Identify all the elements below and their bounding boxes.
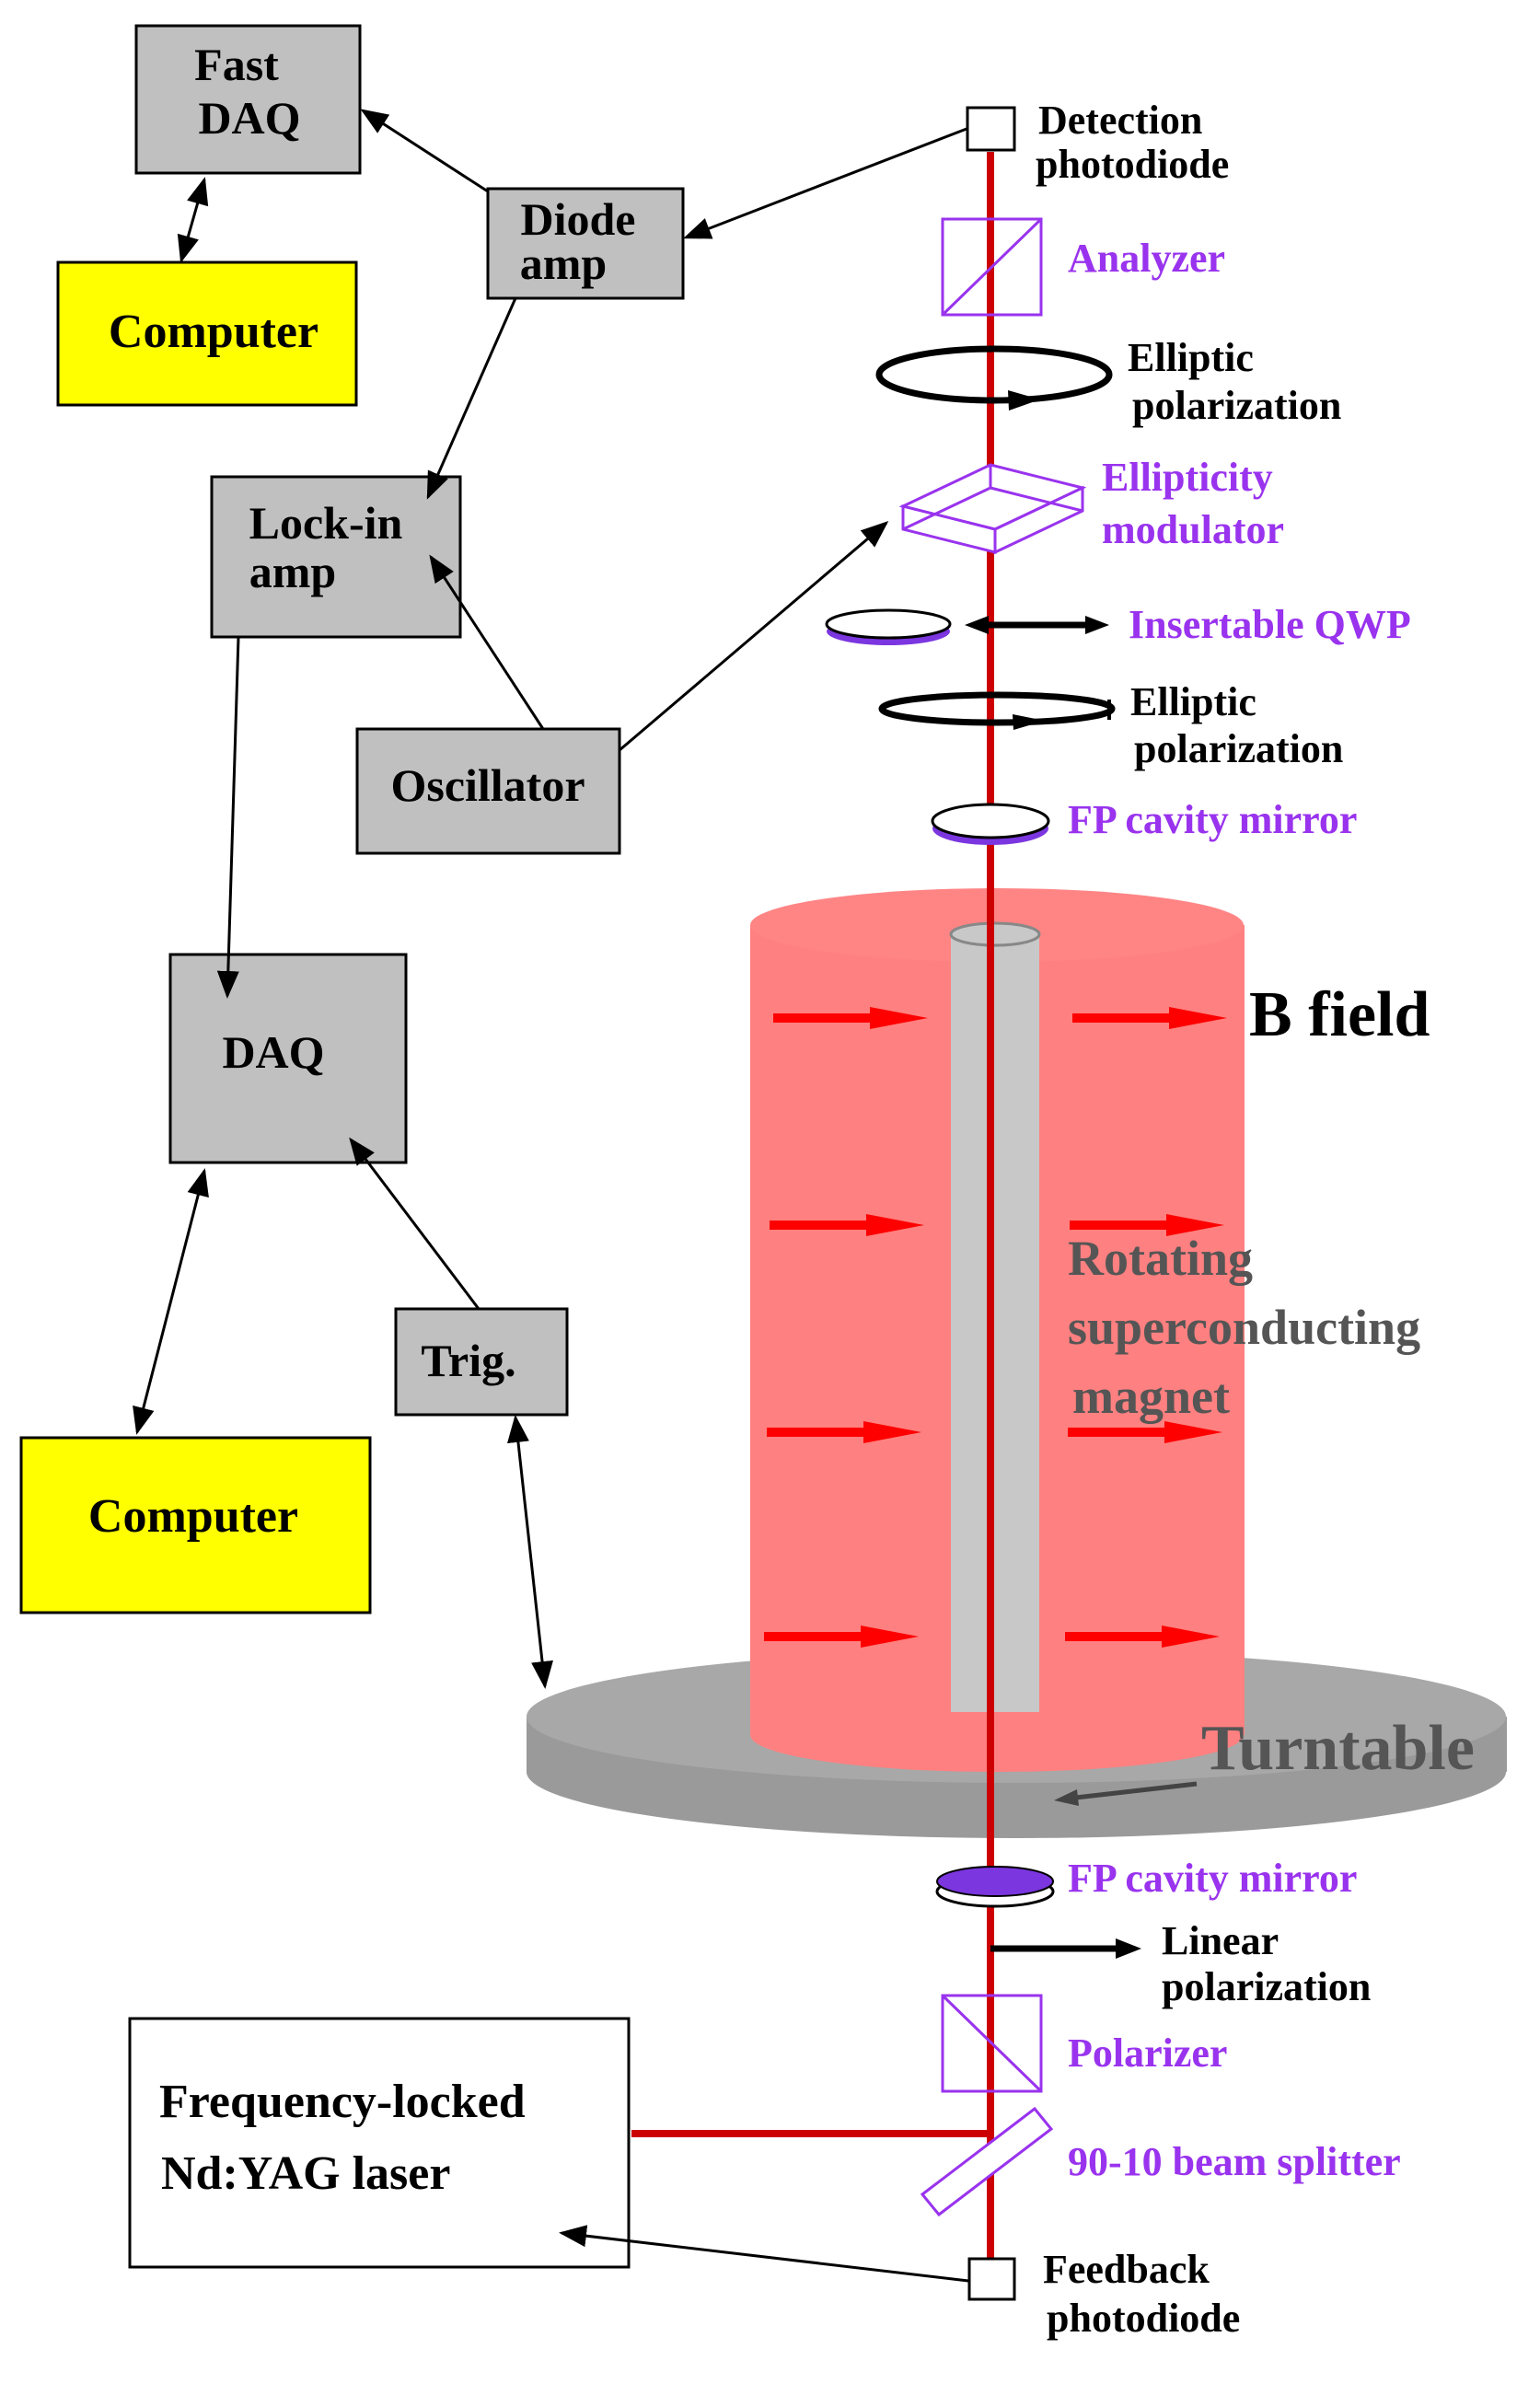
fp-mirror-bottom-label: FP cavity mirror bbox=[1068, 1856, 1357, 1901]
daq-label: DAQ bbox=[222, 1026, 324, 1078]
fast-daq-box bbox=[134, 24, 362, 175]
elliptic-mid-label-2: polarization bbox=[1134, 726, 1343, 771]
trig-label: Trig. bbox=[421, 1335, 515, 1386]
field-arrow bbox=[1065, 1626, 1220, 1648]
polarizer-label: Polarizer bbox=[1068, 2031, 1227, 2076]
elliptic-mid-label-1: Elliptic bbox=[1130, 679, 1256, 724]
magnet-label-1: Rotating bbox=[1068, 1231, 1253, 1286]
oscillator-to-modulator bbox=[619, 521, 889, 752]
laser-label-1: Frequency-locked bbox=[159, 2076, 526, 2128]
computer-bottom-box bbox=[19, 1436, 372, 1614]
analyzer-label: Analyzer bbox=[1068, 236, 1225, 281]
lockin-label-2: amp bbox=[249, 546, 336, 597]
diode-amp-to-fast-daq bbox=[360, 109, 489, 193]
field-arrow bbox=[764, 1626, 919, 1648]
field-arrow bbox=[1072, 1007, 1227, 1029]
linear-polarization-arrow bbox=[990, 1938, 1141, 1959]
elliptic-polarization-top bbox=[875, 345, 1113, 411]
trig-box bbox=[394, 1307, 569, 1417]
b-field-label: B field bbox=[1249, 979, 1430, 1050]
lockin-amp-box bbox=[210, 475, 462, 639]
computer-top-box bbox=[56, 260, 358, 407]
photodiode-to-diode-amp bbox=[683, 127, 967, 239]
beam-splitter-label: 90-10 beam splitter bbox=[1068, 2139, 1401, 2184]
turntable-label: Turntable bbox=[1201, 1713, 1475, 1784]
ellipticity-modulator bbox=[898, 463, 1087, 555]
fp-mirror-top-label: FP cavity mirror bbox=[1068, 797, 1357, 842]
oscillator-box bbox=[355, 727, 621, 855]
elliptic-top-label-2: polarization bbox=[1132, 383, 1341, 428]
field-arrow bbox=[1070, 1214, 1224, 1236]
computer-top-label: Computer bbox=[109, 306, 318, 358]
trig-turntable-link bbox=[507, 1415, 553, 1689]
linear-polarization-label-1: Linear bbox=[1162, 1918, 1279, 1963]
field-arrow bbox=[770, 1214, 924, 1236]
diode-amp-label-2: amp bbox=[520, 237, 607, 289]
detection-photodiode bbox=[966, 106, 1016, 152]
field-arrow bbox=[767, 1421, 921, 1443]
feedback-photodiode-label-1: Feedback bbox=[1043, 2247, 1210, 2292]
fast-daq-label-1: Fast bbox=[194, 39, 279, 90]
feedback-photodiode bbox=[967, 2257, 1016, 2301]
fast-daq-label-2: DAQ bbox=[198, 92, 300, 144]
feedback-photodiode-label-2: photodiode bbox=[1047, 2296, 1240, 2341]
daq-box bbox=[168, 953, 408, 1164]
fp-cavity-mirror-top bbox=[931, 803, 1050, 845]
detection-photodiode-label-1: Detection bbox=[1038, 98, 1202, 143]
lockin-label-1: Lock-in bbox=[249, 497, 403, 549]
detection-photodiode-label-2: photodiode bbox=[1036, 142, 1229, 187]
magnet-bore bbox=[949, 921, 1041, 1712]
diode-amp-to-lockin bbox=[426, 297, 517, 500]
insertable-qwp bbox=[825, 608, 952, 645]
diode-amp-box bbox=[486, 187, 685, 300]
qwp-double-arrow bbox=[965, 616, 1109, 634]
beam-splitter bbox=[920, 2106, 1054, 2217]
polarizer bbox=[941, 1994, 1043, 2093]
insertable-qwp-label: Insertable QWP bbox=[1129, 602, 1411, 647]
daq-computer-link bbox=[133, 1168, 209, 1435]
laser-label-2: Nd:YAG laser bbox=[161, 2147, 450, 2200]
linear-polarization-label-2: polarization bbox=[1162, 1964, 1371, 2009]
ellipticity-modulator-label-2: modulator bbox=[1102, 507, 1284, 552]
magnet-label-3: magnet bbox=[1072, 1369, 1230, 1424]
turntable-rotation-arrow bbox=[1054, 1781, 1198, 1806]
elliptic-polarization-mid bbox=[878, 691, 1116, 730]
trig-to-daq bbox=[349, 1137, 481, 1310]
laser-box bbox=[128, 2017, 631, 2269]
field-arrow bbox=[773, 1007, 928, 1029]
field-arrow bbox=[1068, 1421, 1222, 1443]
diode-amp-label-1: Diode bbox=[521, 193, 636, 245]
feedback-to-laser bbox=[559, 2225, 969, 2283]
computer-bottom-label: Computer bbox=[88, 1490, 298, 1543]
b-field-arrows bbox=[764, 1007, 1227, 1648]
magnet-label-2: superconducting bbox=[1068, 1300, 1420, 1355]
signal-connections bbox=[133, 109, 969, 2283]
lockin-to-daq bbox=[216, 636, 240, 999]
analyzer bbox=[941, 217, 1043, 317]
ellipticity-modulator-label-1: Ellipticity bbox=[1102, 455, 1273, 500]
elliptic-top-label-1: Elliptic bbox=[1128, 335, 1254, 380]
fast-daq-computer-link bbox=[177, 177, 209, 263]
fp-cavity-mirror-bottom bbox=[935, 1866, 1055, 1908]
oscillator-to-lockin bbox=[429, 554, 545, 730]
oscillator-label: Oscillator bbox=[390, 759, 585, 811]
